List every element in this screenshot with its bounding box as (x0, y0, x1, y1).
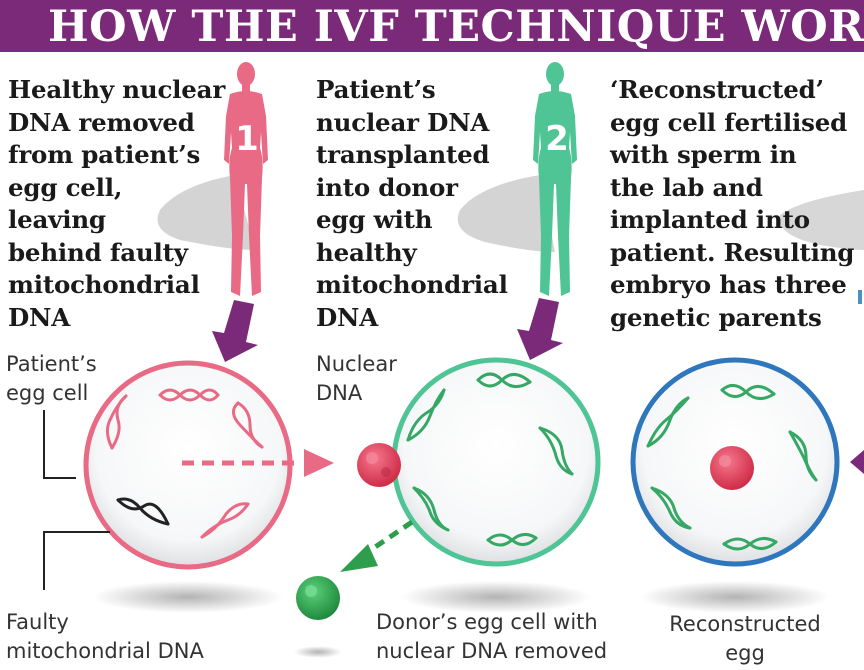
removed-nucleus-icon (296, 576, 340, 620)
reconstructed-nucleus-icon (710, 446, 754, 490)
step-1-number: 1 (235, 119, 259, 159)
arrow-1-icon (212, 300, 258, 362)
page-title: HOW THE IVF TECHNIQUE WORKS (48, 2, 864, 52)
arrow-3-icon (850, 450, 864, 474)
leader-lines (43, 410, 110, 590)
nucleus-shadow (294, 646, 342, 658)
cell-2-shadow (401, 581, 591, 613)
faulty-mitochondrial-dna-icon (116, 497, 170, 526)
woman-silhouette-2-icon: 2 (457, 62, 577, 296)
mitochondrial-dna-reconstructed-icon (646, 384, 818, 551)
cell-1-shadow (93, 581, 283, 613)
removal-arrow-icon (340, 519, 414, 572)
down-arrows (212, 298, 864, 474)
header-banner: HOW THE IVF TECHNIQUE WORKS (0, 0, 864, 52)
transfer-arrow-icon (182, 449, 334, 477)
nuclear-dna-icon (357, 443, 401, 487)
woman-silhouette-1-icon: 1 (157, 62, 268, 296)
mitochondrial-dna-green-icon (406, 372, 574, 547)
woman-silhouette-3-shadow (779, 190, 864, 250)
arrow-blue-partial-icon (858, 290, 862, 304)
mitochondrial-dna-pink-icon (105, 388, 264, 539)
donor-egg-cell (391, 357, 601, 567)
step-2-number: 2 (545, 119, 569, 159)
arrow-2-icon (517, 298, 563, 360)
cell-3-shadow (640, 581, 830, 613)
